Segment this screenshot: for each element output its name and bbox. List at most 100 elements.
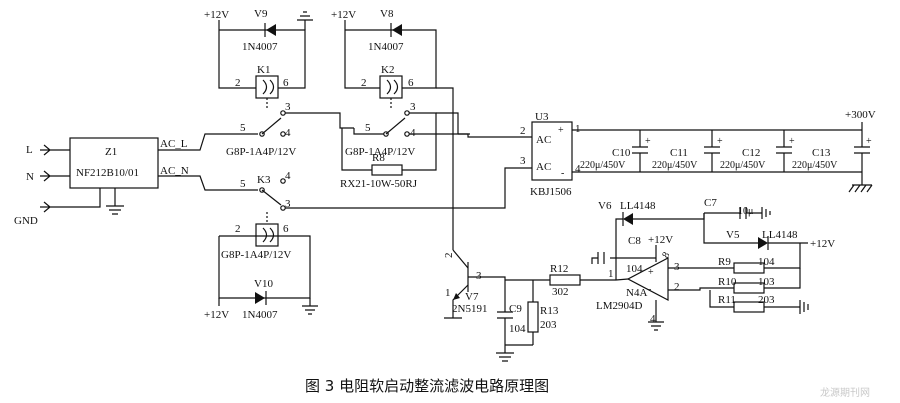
u3-ac1: AC [536,134,551,146]
r8-part: RX21-10W-50RJ [340,178,418,190]
u3-pin2: 2 [520,125,526,137]
k3-pin6: 6 [283,223,289,235]
c9-ref: C9 [509,303,522,315]
c8-value: 104 [626,263,643,275]
v12-label-opamp: +12V [648,234,673,246]
u3-pin4: 4 [575,163,581,175]
ac-n-label: AC_N [160,165,189,177]
k2-pin4: 4 [410,127,416,139]
v6-ref: V6 [598,200,612,212]
k1-pin3: 3 [285,101,291,113]
relay-k2-block: +12V V8 1N4007 K2 2 6 5 3 4 G8P-1A4P/12V… [331,8,470,250]
opamp-part: LM2904D [596,300,643,312]
opamp-pin2: 2 [674,281,680,293]
u3-pin3: 3 [520,155,526,167]
v7-pin2: 2 [443,253,455,259]
watermark: 龙源期刊网 [820,386,870,399]
r11-ref: R11 [718,294,736,306]
ac-l-label: AC_L [160,138,188,150]
c7-ref: C7 [704,197,717,209]
u3-ac2: AC [536,161,551,173]
r13-ref: R13 [540,305,559,317]
k1-pin4: 4 [285,127,291,139]
c11-ref: C11 [670,147,688,159]
opamp-ref: N4A [626,287,647,299]
relay-k3-block: K3 5 4 3 2 6 G8P-1A4P/12V V10 1N4007 +12… [204,167,532,321]
k2-pin5: 5 [365,122,371,134]
input-terminals: L N GND [14,144,101,227]
c12-value: 220μ/450V [720,160,766,171]
z1-part: NF212B10/01 [76,167,139,179]
opamp-n4a-block: + - 1 3 2 8 4 N4A LM2904D +12V C8 104 V6… [591,197,835,331]
v12-label-k1: +12V [204,9,229,21]
r9-ref: R9 [718,256,731,268]
v12-label-k2: +12V [331,9,356,21]
u3-part: KBJ1506 [530,186,572,198]
r11-value: 203 [758,294,775,306]
terminal-n-label: N [26,171,34,183]
v5-ref: V5 [726,229,740,241]
v9-ref: V9 [254,8,268,20]
k3-pin4: 4 [285,170,291,182]
u3-pin1: 1 [575,123,581,135]
k2-pin6: 6 [408,77,414,89]
v5-part: LL4148 [762,229,798,241]
k2-pin2: 2 [361,77,367,89]
v7-ref: V7 [465,291,479,303]
opamp-pin3: 3 [674,261,680,273]
opamp-plus: + [648,267,654,278]
k1-pin6: 6 [283,77,289,89]
k2-ref: K2 [381,64,394,76]
z1-ref: Z1 [105,146,117,158]
v9-part: 1N4007 [242,41,278,53]
k1-part: G8P-1A4P/12V [226,146,296,158]
wire-to-bridge-ac1 [458,133,532,138]
k3-pin3: 3 [285,198,291,210]
r8-ref: R8 [372,152,385,164]
opamp-pin4: 4 [650,313,656,325]
u3-plus: + [558,125,564,136]
k1-pin2: 2 [235,77,241,89]
k2-pin3: 3 [410,101,416,113]
v10-ref: V10 [254,278,273,290]
k1-pin5: 5 [240,122,246,134]
v300-label: +300V [845,109,876,121]
v7-part: 2N5191 [452,303,487,315]
r12-ref: R12 [550,263,568,275]
v12-label-v5: +12V [810,238,835,250]
k2-part: G8P-1A4P/12V [345,146,415,158]
r13-value: 203 [540,319,557,331]
v6-part: LL4148 [620,200,656,212]
r10-value: 103 [758,276,775,288]
emi-filter-z1: Z1 NF212B10/01 AC_L AC_N [69,133,258,215]
c11-plus: + [717,136,723,147]
c10-ref: C10 [612,147,631,159]
c10-plus: + [645,136,651,147]
c13-value: 220μ/450V [792,160,838,171]
figure-caption: 图 3 电阻软启动整流滤波电路原理图 [305,377,549,395]
u3-minus: - [561,168,564,179]
c13-ref: C13 [812,147,831,159]
bridge-rectifier-u3: U3 AC AC + - 2 3 1 4 KBJ1506 [520,111,862,198]
k3-pin5: 5 [240,178,246,190]
k3-pin2: 2 [235,223,241,235]
opamp-pin1: 1 [608,268,614,280]
k1-ref: K1 [257,64,270,76]
v8-ref: V8 [380,8,394,20]
k3-part: G8P-1A4P/12V [221,249,291,261]
r12-value: 302 [552,286,569,298]
terminal-l-label: L [26,144,33,156]
v12-label-k3: +12V [204,309,229,321]
k3-ref: K3 [257,174,271,186]
r9-value: 104 [758,256,775,268]
relay-k1-block: +12V V9 1N4007 K1 2 6 5 3 4 G8P-1A4P/12V [204,8,354,158]
c12-plus: + [789,136,795,147]
c8-ref: C8 [628,235,641,247]
r10-ref: R10 [718,276,737,288]
v8-part: 1N4007 [368,41,404,53]
u3-ref: U3 [535,111,549,123]
bulk-capacitors: +300V + C10 220μ/450V + C11 220μ/450V + … [580,109,876,193]
c13-plus: + [866,136,872,147]
opamp-pin8: 8 [660,250,672,260]
